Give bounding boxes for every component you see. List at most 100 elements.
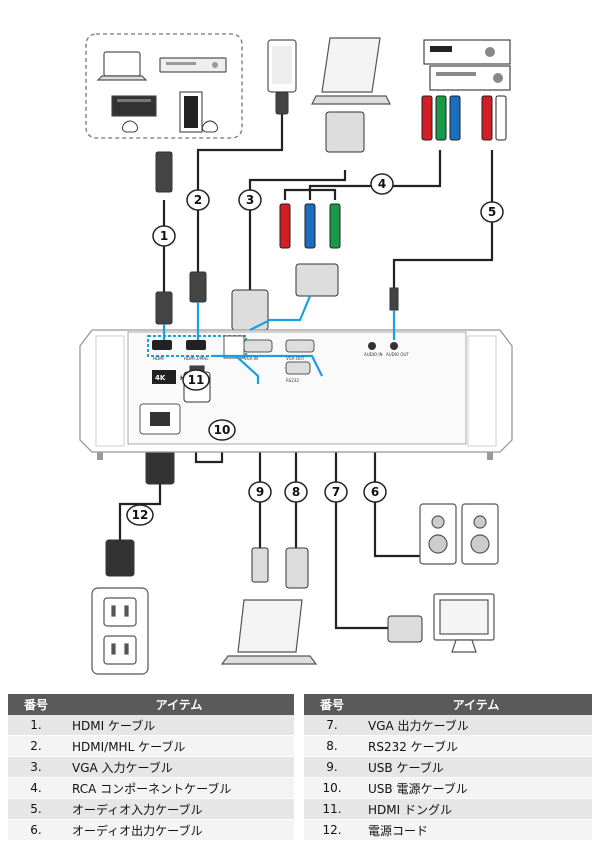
legend-header-item: アイテム [64,694,294,715]
legend-row: 7.VGA 出力ケーブル [304,715,592,736]
legend-row: 4.RCA コンポーネントケーブル [8,777,294,799]
audio-in-port [368,342,376,350]
legend-table-left: 番号 アイテム 1.HDMI ケーブル 2.HDMI/MHL ケーブル 3.VG… [8,694,294,841]
callout-8: 8 [284,481,308,503]
legend-item: USB 電源ケーブル [360,777,592,799]
vga-out-port-label: VGA OUT [286,356,305,361]
legend-header-item: アイテム [360,694,592,715]
callout-7: 7 [324,481,348,503]
legend-number: 10. [304,777,360,799]
svg-text:11: 11 [188,373,205,387]
legend-item: HDMI ドングル [360,798,592,820]
callout-4: 4 [370,173,394,195]
svg-text:6: 6 [371,485,379,499]
svg-text:4: 4 [378,177,386,191]
legend-item: RS232 ケーブル [360,735,592,757]
rs232-port [285,361,311,375]
legend-item: オーディオ入力ケーブル [64,798,294,820]
legend-row: 9.USB ケーブル [304,756,592,778]
callout-2: 2 [186,189,210,211]
monitor-icon [433,593,495,653]
legend-number: 11. [304,798,360,820]
legend-row: 3.VGA 入力ケーブル [8,756,294,778]
legend-item: 電源コード [360,819,592,841]
legend-header-row: 番号 アイテム [8,694,294,715]
laptop-source-icon [96,51,148,81]
legend-row: 8.RS232 ケーブル [304,735,592,757]
laptop-vga-source-icon [311,37,391,105]
legend-table-right: 番号 アイテム 7.VGA 出力ケーブル 8.RS232 ケーブル 9.USB … [304,694,592,841]
legend-item: RCA コンポーネントケーブル [64,777,294,799]
legend-item: オーディオ出力ケーブル [64,819,294,841]
legend-row: 5.オーディオ入力ケーブル [8,798,294,820]
legend-number: 2. [8,735,64,757]
logo-4k [152,370,176,384]
hdmi1-port [152,340,172,350]
svg-text:10: 10 [214,423,231,437]
legend-row: 10.USB 電源ケーブル [304,777,592,799]
legend-row: 2.HDMI/MHL ケーブル [8,735,294,757]
legend-number: 5. [8,798,64,820]
vga-out-port [285,339,315,353]
callouts: 1 2 3 4 5 6 7 8 9 10 11 12 [126,173,504,526]
svg-text:2: 2 [194,193,202,207]
callout-12: 12 [126,504,154,526]
vga-in-port [243,339,273,353]
legend-row: 11.HDMI ドングル [304,798,592,820]
legend-number: 9. [304,756,360,778]
hdmi1-port-label: HDMI [153,356,164,361]
legend-item: VGA 入力ケーブル [64,756,294,778]
legend-number: 12. [304,819,360,841]
connection-diagram: HDMI HDMI 2/MHL VGA IN VGA OUT RS232 AUD… [79,33,513,675]
legend-number: 7. [304,715,360,736]
wall-outlet-icon [91,587,149,675]
callout-1: 1 [152,225,176,247]
svg-text:12: 12 [132,508,149,522]
svg-text:8: 8 [292,485,300,499]
audio-in-port-label: AUDIO IN [364,352,383,357]
callout-6: 6 [363,481,387,503]
smartphone-icon [267,39,297,93]
legend-number: 6. [8,819,64,841]
legend-header-number: 番号 [8,694,64,715]
source-devices-group [85,33,243,139]
legend-number: 3. [8,756,64,778]
legend-number: 4. [8,777,64,799]
vga-in-port-label: VGA IN [244,356,258,361]
legend-row: 12.電源コード [304,819,592,841]
legend-header-row: 番号 アイテム [304,694,592,715]
hdmi2-port-label: HDMI 2/MHL [184,356,209,361]
projector-ports [147,295,398,384]
svg-text:1: 1 [160,229,168,243]
svg-text:5: 5 [488,205,496,219]
game-console-icon [111,95,157,133]
legend-item: HDMI/MHL ケーブル [64,735,294,757]
laptop-usb-icon [220,599,318,665]
rs232-port-label: RS232 [286,378,299,383]
rca-audio-plugs [481,95,507,141]
legend-item: HDMI ケーブル [64,715,294,736]
legend-header-number: 番号 [304,694,360,715]
logo-4k-text: 4K [155,374,166,382]
usb-power-port [223,335,245,359]
legend-number: 1. [8,715,64,736]
legend-row: 1.HDMI ケーブル [8,715,294,736]
speakers-icon [419,503,499,565]
hdmi2-port [186,340,206,350]
svg-text:3: 3 [246,193,254,207]
dvd-player-icon [159,57,227,73]
callout-9: 9 [248,481,272,503]
legend-number: 8. [304,735,360,757]
callout-11: 11 [182,369,210,391]
av-device-icon [423,39,511,91]
svg-text:9: 9 [256,485,264,499]
callout-10: 10 [208,419,236,441]
legend-row: 6.オーディオ出力ケーブル [8,819,294,841]
audio-out-port [390,342,398,350]
svg-text:7: 7 [332,485,340,499]
game-console-2-icon [179,91,219,133]
legend-item: VGA 出力ケーブル [360,715,592,736]
rca-component-plugs [279,95,461,249]
legend-item: USB ケーブル [360,756,592,778]
audio-out-port-label: AUDIO OUT [386,352,409,357]
